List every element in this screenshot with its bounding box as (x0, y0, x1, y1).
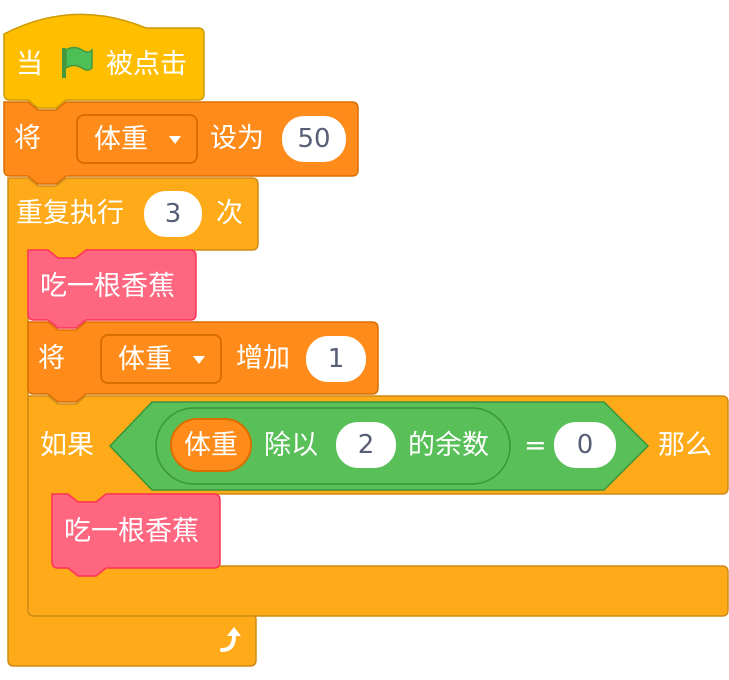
change-verb: 增加 (236, 343, 290, 374)
change-value: 1 (327, 344, 345, 374)
mod-op-label: 除以 (264, 430, 318, 461)
set-value: 50 (297, 124, 331, 154)
repeat-suffix: 次 (216, 198, 243, 229)
dropdown-arrow-icon (169, 136, 181, 144)
repeat-times-input[interactable]: 3 (144, 191, 202, 237)
change-variable-name: 体重 (118, 344, 172, 375)
weight-reporter[interactable]: 体重 (170, 418, 252, 472)
eat-banana-label-1: 吃一根香蕉 (40, 271, 175, 302)
change-variable-dropdown[interactable]: 体重 (100, 334, 222, 384)
eat-banana-block-1-shape[interactable] (27, 249, 197, 329)
change-value-input[interactable]: 1 (306, 336, 366, 382)
weight-reporter-label: 体重 (184, 430, 238, 461)
set-variable-name: 体重 (94, 124, 148, 155)
hat-suffix: 被点击 (106, 49, 187, 80)
if-label: 如果 (40, 430, 94, 461)
if-then: 那么 (658, 430, 712, 461)
dropdown-arrow-icon (193, 356, 205, 364)
set-variable-dropdown[interactable]: 体重 (76, 114, 198, 164)
mod-suffix-label: 的余数 (408, 430, 489, 461)
eat-banana-label-2: 吃一根香蕉 (64, 516, 199, 547)
set-verb: 设为 (210, 123, 264, 154)
loop-arrow-icon (220, 627, 241, 652)
equals-sign: = (524, 430, 547, 461)
compare-value-input[interactable]: 0 (554, 422, 616, 468)
green-flag-icon (62, 46, 93, 78)
set-value-input[interactable]: 50 (282, 116, 346, 162)
hat-prefix: 当 (16, 49, 43, 80)
mod-divisor: 2 (357, 430, 375, 460)
eat-banana-block-2-shape[interactable] (51, 493, 221, 577)
change-label: 将 (38, 343, 65, 374)
set-label: 将 (14, 123, 41, 154)
hat-block-shape[interactable] (3, 13, 205, 109)
mod-divisor-input[interactable]: 2 (336, 422, 396, 468)
repeat-label: 重复执行 (16, 198, 124, 229)
compare-value: 0 (576, 430, 594, 460)
repeat-times: 3 (164, 199, 182, 229)
